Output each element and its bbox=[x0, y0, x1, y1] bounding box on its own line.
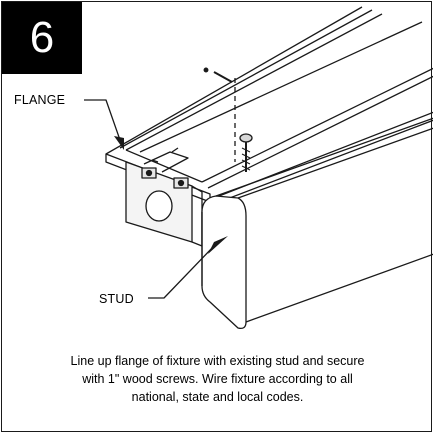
stud-top bbox=[215, 117, 433, 197]
stud-arrowhead bbox=[208, 236, 228, 254]
knockout bbox=[145, 190, 173, 222]
flange-rail-4 bbox=[201, 67, 433, 183]
flange-arrowhead bbox=[114, 136, 124, 150]
stud-leader bbox=[148, 245, 215, 299]
flange-label: FLANGE bbox=[14, 93, 66, 107]
flange-top-edge bbox=[105, 6, 363, 155]
flange-rail-3 bbox=[139, 21, 423, 153]
stud-top-2 bbox=[237, 127, 433, 199]
flange-rail-2 bbox=[125, 13, 383, 151]
flange-rail-5 bbox=[207, 75, 433, 189]
flange-rail-7 bbox=[213, 119, 433, 205]
stud-label: STUD bbox=[99, 292, 134, 306]
flange-inner bbox=[125, 149, 203, 183]
step-number-badge: 6 bbox=[2, 2, 82, 74]
instruction-caption: Line up flange of fixture with existing … bbox=[32, 352, 403, 406]
flange-rail-1 bbox=[119, 9, 373, 149]
caption-line-2: with 1" wood screws. Wire fixture accord… bbox=[82, 372, 353, 386]
stud-front bbox=[201, 195, 247, 330]
caption-line-1: Line up flange of fixture with existing … bbox=[70, 354, 365, 368]
stud-bottom bbox=[245, 253, 433, 323]
flange-leader bbox=[84, 99, 121, 141]
caption-line-3: national, state and local codes. bbox=[131, 390, 304, 404]
